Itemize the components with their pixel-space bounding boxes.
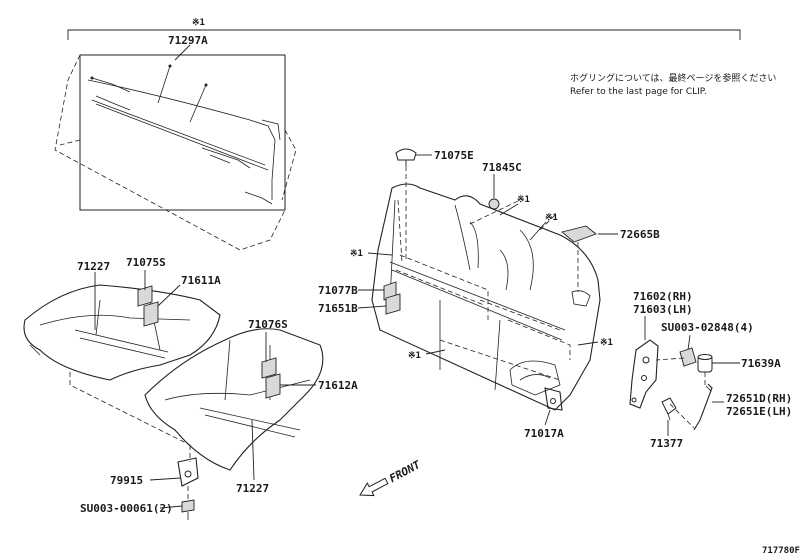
label-71377: 71377: [650, 437, 683, 450]
clip-note-jp: ホグリングについては、最終ページを参照ください: [570, 72, 776, 84]
hinge-group: 71602(RH) 71603(LH) SU003-02848(4) 71639…: [629, 290, 792, 450]
label-SU003-02848: SU003-02848(4): [661, 321, 754, 334]
front-label: FRONT: [387, 458, 423, 485]
clip-71075E: [395, 148, 417, 161]
ref-mark-e: ※1: [600, 338, 613, 348]
ref-mark-top: ※1: [192, 18, 205, 28]
label-71297A: 71297A: [168, 34, 208, 47]
label-71075S: 71075S: [126, 256, 166, 269]
ref-mark-c: ※1: [350, 249, 363, 259]
label-71076S: 71076S: [248, 318, 288, 331]
hinge-bracket: [629, 339, 659, 409]
pad-71611A: [143, 301, 159, 327]
seat-cushion-rear: [23, 284, 221, 381]
pad-71612A: [265, 373, 281, 399]
label-71227-top: 71227: [77, 260, 110, 273]
label-72665B: 72665B: [620, 228, 660, 241]
ref-mark-a: ※1: [517, 195, 530, 205]
label-79915: 79915: [110, 474, 143, 487]
pad-71075S: [137, 285, 153, 307]
seatback-body: [371, 183, 601, 411]
ref-mark-b: ※1: [545, 213, 558, 223]
pad-71076S: [261, 357, 277, 379]
seatback-assembly: 71075E 71845C 71017A: [318, 148, 660, 440]
seat-cushion-front: [144, 328, 324, 471]
label-71017A: 71017A: [524, 427, 564, 440]
front-arrow: FRONT: [359, 458, 423, 497]
label-71611A: 71611A: [181, 274, 221, 287]
label-71602: 71602(RH): [633, 290, 693, 303]
label-71227-bottom: 71227: [236, 482, 269, 495]
seat-cushion-group: 71075S 71611A 71227 71076S 71612A 71227 …: [23, 256, 358, 520]
clip-note-en: Refer to the last page for CLIP.: [570, 87, 707, 97]
diagram-id: 717780F: [762, 546, 800, 556]
label-71639A: 71639A: [741, 357, 781, 370]
guide-72665B: [561, 225, 597, 243]
label-71603: 71603(LH): [633, 303, 693, 316]
bracket-79915: [177, 457, 199, 487]
label-72651D: 72651D(RH): [726, 392, 792, 405]
bolt-SU003-02848: [679, 347, 697, 367]
bolt-SU003-00061: [181, 499, 195, 513]
label-71845C: 71845C: [482, 161, 522, 174]
label-SU003-00061: SU003-00061(2): [80, 502, 173, 515]
detail-frame: [79, 54, 286, 211]
label-71075E: 71075E: [434, 149, 474, 162]
label-71077B: 71077B: [318, 284, 358, 297]
pad-71651B: [385, 293, 401, 315]
rod-72651D: [693, 383, 713, 431]
label-71651B: 71651B: [318, 302, 358, 315]
seatback-pad-detail: ※1 71297A: [54, 18, 741, 251]
label-71612A: 71612A: [318, 379, 358, 392]
label-72651E: 72651E(LH): [726, 405, 792, 418]
clip-71377: [661, 397, 677, 415]
ref-mark-d: ※1: [408, 351, 421, 361]
